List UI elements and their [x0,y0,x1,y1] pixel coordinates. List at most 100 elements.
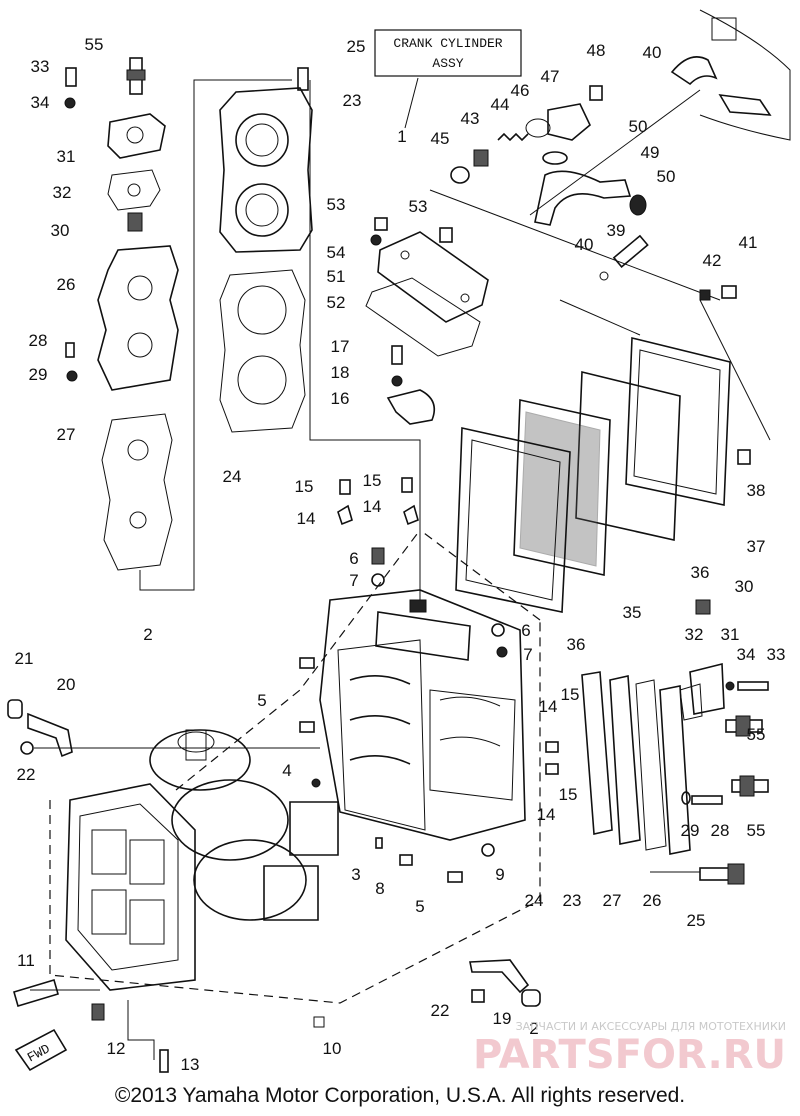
watermark: ЗАПЧАСТИ И АКСЕССУАРЫ ДЛЯ МОТОТЕХНИКИ PA… [473,1020,786,1078]
callout-27: 27 [603,891,622,910]
callout-22: 22 [431,1001,450,1020]
callout-24: 24 [223,467,242,486]
callout-8: 8 [375,879,384,898]
callout-37: 37 [747,537,766,556]
callout-34: 34 [737,645,756,664]
callout-14: 14 [537,805,556,824]
lower-left-parts: FWD [7,699,325,1073]
callout-16: 16 [331,389,350,408]
callout-55: 55 [85,35,104,54]
callout-50: 50 [657,167,676,186]
callout-23: 23 [563,891,582,910]
callout-51: 51 [327,267,346,286]
callout-35: 35 [623,603,642,622]
callout-54: 54 [327,243,346,262]
cylinder-head-group [64,57,292,591]
copyright-notice: ©2013 Yamaha Motor Corporation, U.S.A. A… [115,1084,685,1107]
callout-19: 19 [493,1009,512,1028]
callout-5: 5 [415,897,424,916]
callout-3: 3 [351,865,360,884]
callout-11: 11 [17,951,35,970]
callout-5: 5 [257,691,266,710]
callout-7: 7 [523,645,532,664]
callout-22: 22 [17,765,36,784]
cover-plate-group [365,217,489,357]
callout-15: 15 [559,785,578,804]
callout-34: 34 [31,93,50,112]
callout-40: 40 [575,235,594,254]
callout-17: 17 [331,337,350,356]
callout-29: 29 [681,821,700,840]
bolts-upper [337,477,419,587]
callout-43: 43 [461,109,480,128]
watermark-tagline: ЗАПЧАСТИ И АКСЕССУАРЫ ДЛЯ МОТОТЕХНИКИ [516,1020,786,1033]
callout-36: 36 [567,635,586,654]
crankcase-cover [65,783,196,991]
callout-31: 31 [721,625,740,644]
exhaust-plates [455,285,771,613]
crankshaft [149,729,339,921]
callout-12: 12 [107,1039,126,1058]
callout-10: 10 [323,1039,342,1058]
bracket-group [386,345,436,425]
callout-29: 29 [29,365,48,384]
callout-30: 30 [51,221,70,240]
callout-15: 15 [363,471,382,490]
fwd-label: FWD [25,1041,53,1065]
callout-14: 14 [539,697,558,716]
callout-1: 1 [397,127,406,146]
callout-55: 55 [747,725,766,744]
callout-55: 55 [747,821,766,840]
water-hose-group [429,9,791,301]
callout-53: 53 [327,195,346,214]
callout-49: 49 [641,143,660,162]
callout-23: 23 [343,91,362,110]
callout-33: 33 [767,645,786,664]
title-box: CRANK CYLINDER ASSY [374,29,522,129]
callout-15: 15 [295,477,314,496]
callout-26: 26 [643,891,662,910]
callout-53: 53 [409,197,428,216]
callout-15: 15 [561,685,580,704]
callout-50: 50 [629,117,648,136]
title-line-2: ASSY [432,56,463,71]
cylinder-head [219,67,421,600]
callout-25: 25 [687,911,706,930]
callout-26: 26 [57,275,76,294]
callout-39: 39 [607,221,626,240]
callout-14: 14 [363,497,382,516]
callout-7: 7 [349,571,358,590]
callout-42: 42 [703,251,722,270]
callout-6: 6 [521,621,530,640]
callout-31: 31 [57,147,76,166]
callout-52: 52 [327,293,346,312]
callout-13: 13 [181,1055,200,1074]
callout-20: 20 [57,675,76,694]
callout-2: 2 [529,1019,538,1038]
callout-14: 14 [297,509,316,528]
callout-9: 9 [495,865,504,884]
watermark-brand: PARTSFOR.RU [473,1032,786,1078]
callout-28: 28 [711,821,730,840]
callout-32: 32 [53,183,72,202]
callout-2: 2 [143,625,152,644]
callout-46: 46 [511,81,530,100]
callout-21: 21 [15,649,34,668]
lower-right-parts [469,599,769,1007]
callout-40: 40 [643,43,662,62]
crankcase-block [299,589,559,883]
callout-36: 36 [691,563,710,582]
callout-32: 32 [685,625,704,644]
callout-47: 47 [541,67,560,86]
callout-48: 48 [587,41,606,60]
callout-38: 38 [747,481,766,500]
callout-44: 44 [491,95,510,114]
callout-18: 18 [331,363,350,382]
dashed-boundaries [49,529,541,1004]
callout-27: 27 [57,425,76,444]
callout-41: 41 [739,233,758,252]
callout-6: 6 [349,549,358,568]
callout-24: 24 [525,891,544,910]
